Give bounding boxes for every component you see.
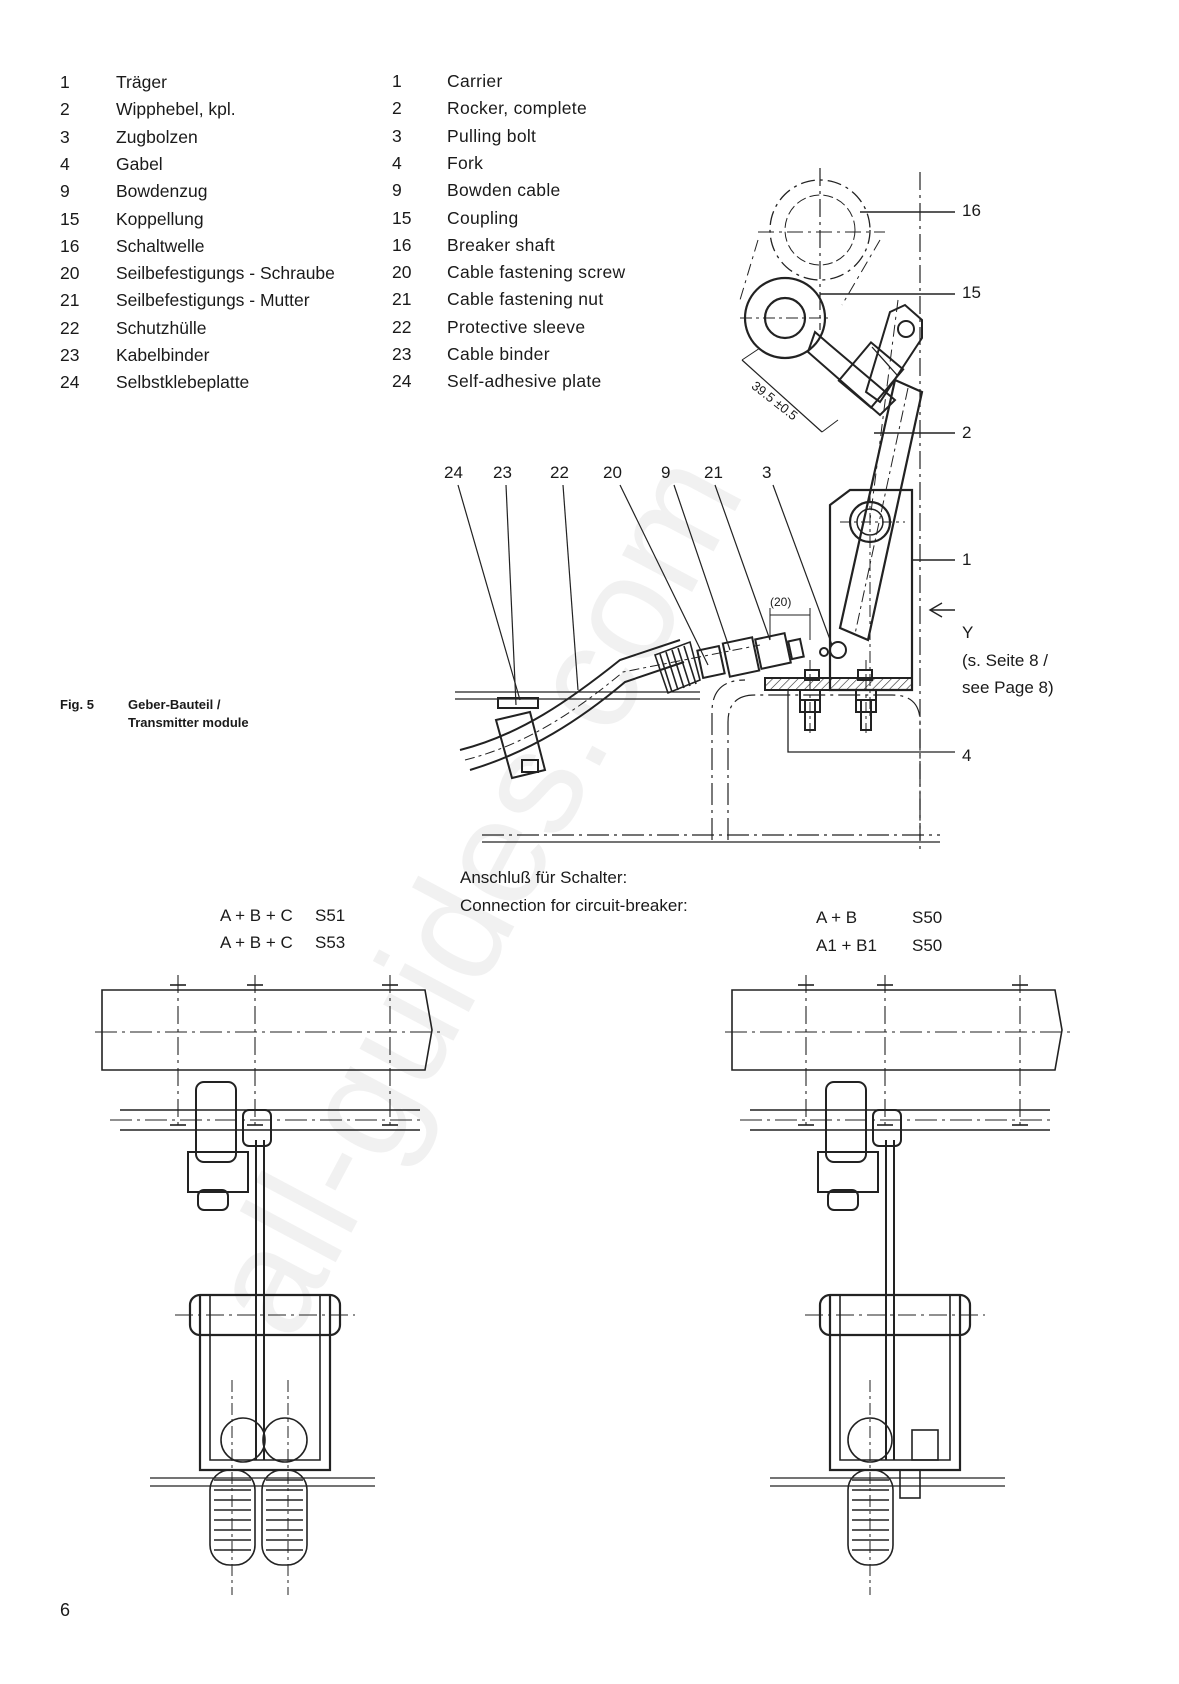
side-view-assembly xyxy=(455,168,955,850)
part-de-item-number: 22 xyxy=(60,317,80,338)
part-en-item-text: Protective sleeve xyxy=(447,316,586,337)
part-de-item-text: Seilbefestigungs - Mutter xyxy=(116,290,310,311)
part-de-item-text: Selbstklebeplatte xyxy=(116,372,250,393)
part-de-item-number: 23 xyxy=(60,345,80,365)
part-de-item-text: Wipphebel, kpl. xyxy=(116,99,236,120)
front-view-right xyxy=(725,975,1070,1595)
part-de-item-text: Zugbolzen xyxy=(116,126,198,147)
part-de-item-text: Träger xyxy=(116,72,167,92)
callout-2: 2 xyxy=(962,423,972,442)
part-en-item-number: 16 xyxy=(392,234,412,255)
part-de-item-text: Schaltwelle xyxy=(116,235,205,256)
view-ref-line1: (s. Seite 8 / xyxy=(962,651,1048,670)
right-variant-line1: A + B xyxy=(816,908,858,927)
figure-label: Fig. 5 xyxy=(60,697,94,712)
callout-1: 1 xyxy=(962,550,972,569)
part-en-item-number: 4 xyxy=(392,152,402,173)
part-en-item-number: 1 xyxy=(392,71,402,91)
part-en-item-number: 23 xyxy=(392,344,412,364)
callout-22: 22 xyxy=(550,463,569,482)
part-en-item-text: Coupling xyxy=(447,207,519,228)
connection-label-en: Connection for circuit-breaker: xyxy=(460,896,688,915)
part-de-item-number: 20 xyxy=(60,263,80,284)
part-en-item-text: Bowden cable xyxy=(447,180,561,201)
left-variant-line1: A + B + C xyxy=(220,906,293,925)
part-en-item-number: 3 xyxy=(392,125,402,146)
part-de-item-text: Kabelbinder xyxy=(116,345,210,365)
part-de-item-text: Seilbefestigungs - Schraube xyxy=(116,263,335,284)
figure-title-line2: Transmitter module xyxy=(128,715,249,730)
part-de-item-text: Schutzhülle xyxy=(116,317,207,338)
left-variant-value1: S51 xyxy=(315,906,346,925)
part-en-item-number: 24 xyxy=(392,371,412,392)
part-de-item-text: Bowdenzug xyxy=(116,181,208,202)
callout-23: 23 xyxy=(493,463,512,482)
part-de-item-number: 9 xyxy=(60,181,70,202)
right-variant-line2: A1 + B1 xyxy=(816,936,877,955)
part-de-item-number: 15 xyxy=(60,208,80,229)
part-en-item-text: Self-adhesive plate xyxy=(447,371,602,392)
part-de-item-number: 21 xyxy=(60,290,80,311)
callout-3: 3 xyxy=(762,463,772,482)
part-en-item-number: 9 xyxy=(392,180,402,201)
connection-label-de: Anschluß für Schalter: xyxy=(460,868,628,887)
right-variant-value1: S50 xyxy=(912,908,943,927)
front-view-left xyxy=(95,975,440,1595)
part-en-item-text: Breaker shaft xyxy=(447,234,555,255)
part-de-item-number: 3 xyxy=(60,126,70,147)
part-en-item-text: Cable fastening nut xyxy=(447,289,604,310)
part-en-item-text: Fork xyxy=(447,152,484,173)
part-en-item-number: 20 xyxy=(392,262,412,283)
part-en-item-number: 22 xyxy=(392,316,412,337)
part-de-item-number: 2 xyxy=(60,99,70,120)
view-ref-line2: see Page 8) xyxy=(962,678,1054,697)
part-en-item-text: Cable binder xyxy=(447,344,550,364)
part-de-item-number: 1 xyxy=(60,72,70,92)
callout-15: 15 xyxy=(962,283,981,302)
part-en-item-text: Carrier xyxy=(447,71,503,91)
part-en-item-number: 15 xyxy=(392,207,412,228)
callout-16: 16 xyxy=(962,201,981,220)
part-en-item-number: 21 xyxy=(392,289,412,310)
left-variant-line2: A + B + C xyxy=(220,933,293,952)
part-en-item-text: Cable fastening screw xyxy=(447,262,626,283)
callout-24: 24 xyxy=(444,463,463,482)
left-variant-value2: S53 xyxy=(315,933,346,952)
callout-21: 21 xyxy=(704,463,723,482)
part-en-item-number: 2 xyxy=(392,98,402,119)
callout-9: 9 xyxy=(661,463,671,482)
callout-4: 4 xyxy=(962,746,972,765)
part-en-item-text: Pulling bolt xyxy=(447,125,537,146)
part-de-item-text: Koppellung xyxy=(116,208,204,229)
gap-dimension: (20) xyxy=(770,595,792,609)
part-de-item-number: 24 xyxy=(60,372,80,393)
figure-title-line1: Geber-Bauteil / xyxy=(128,697,221,712)
right-variant-value2: S50 xyxy=(912,936,943,955)
view-y-label: Y xyxy=(962,623,974,642)
part-de-item-number: 16 xyxy=(60,235,80,256)
page-number: 6 xyxy=(60,1600,71,1620)
part-de-item-number: 4 xyxy=(60,153,70,174)
part-de-item-text: Gabel xyxy=(116,153,163,174)
callout-20: 20 xyxy=(603,463,622,482)
part-en-item-text: Rocker, complete xyxy=(447,98,587,119)
